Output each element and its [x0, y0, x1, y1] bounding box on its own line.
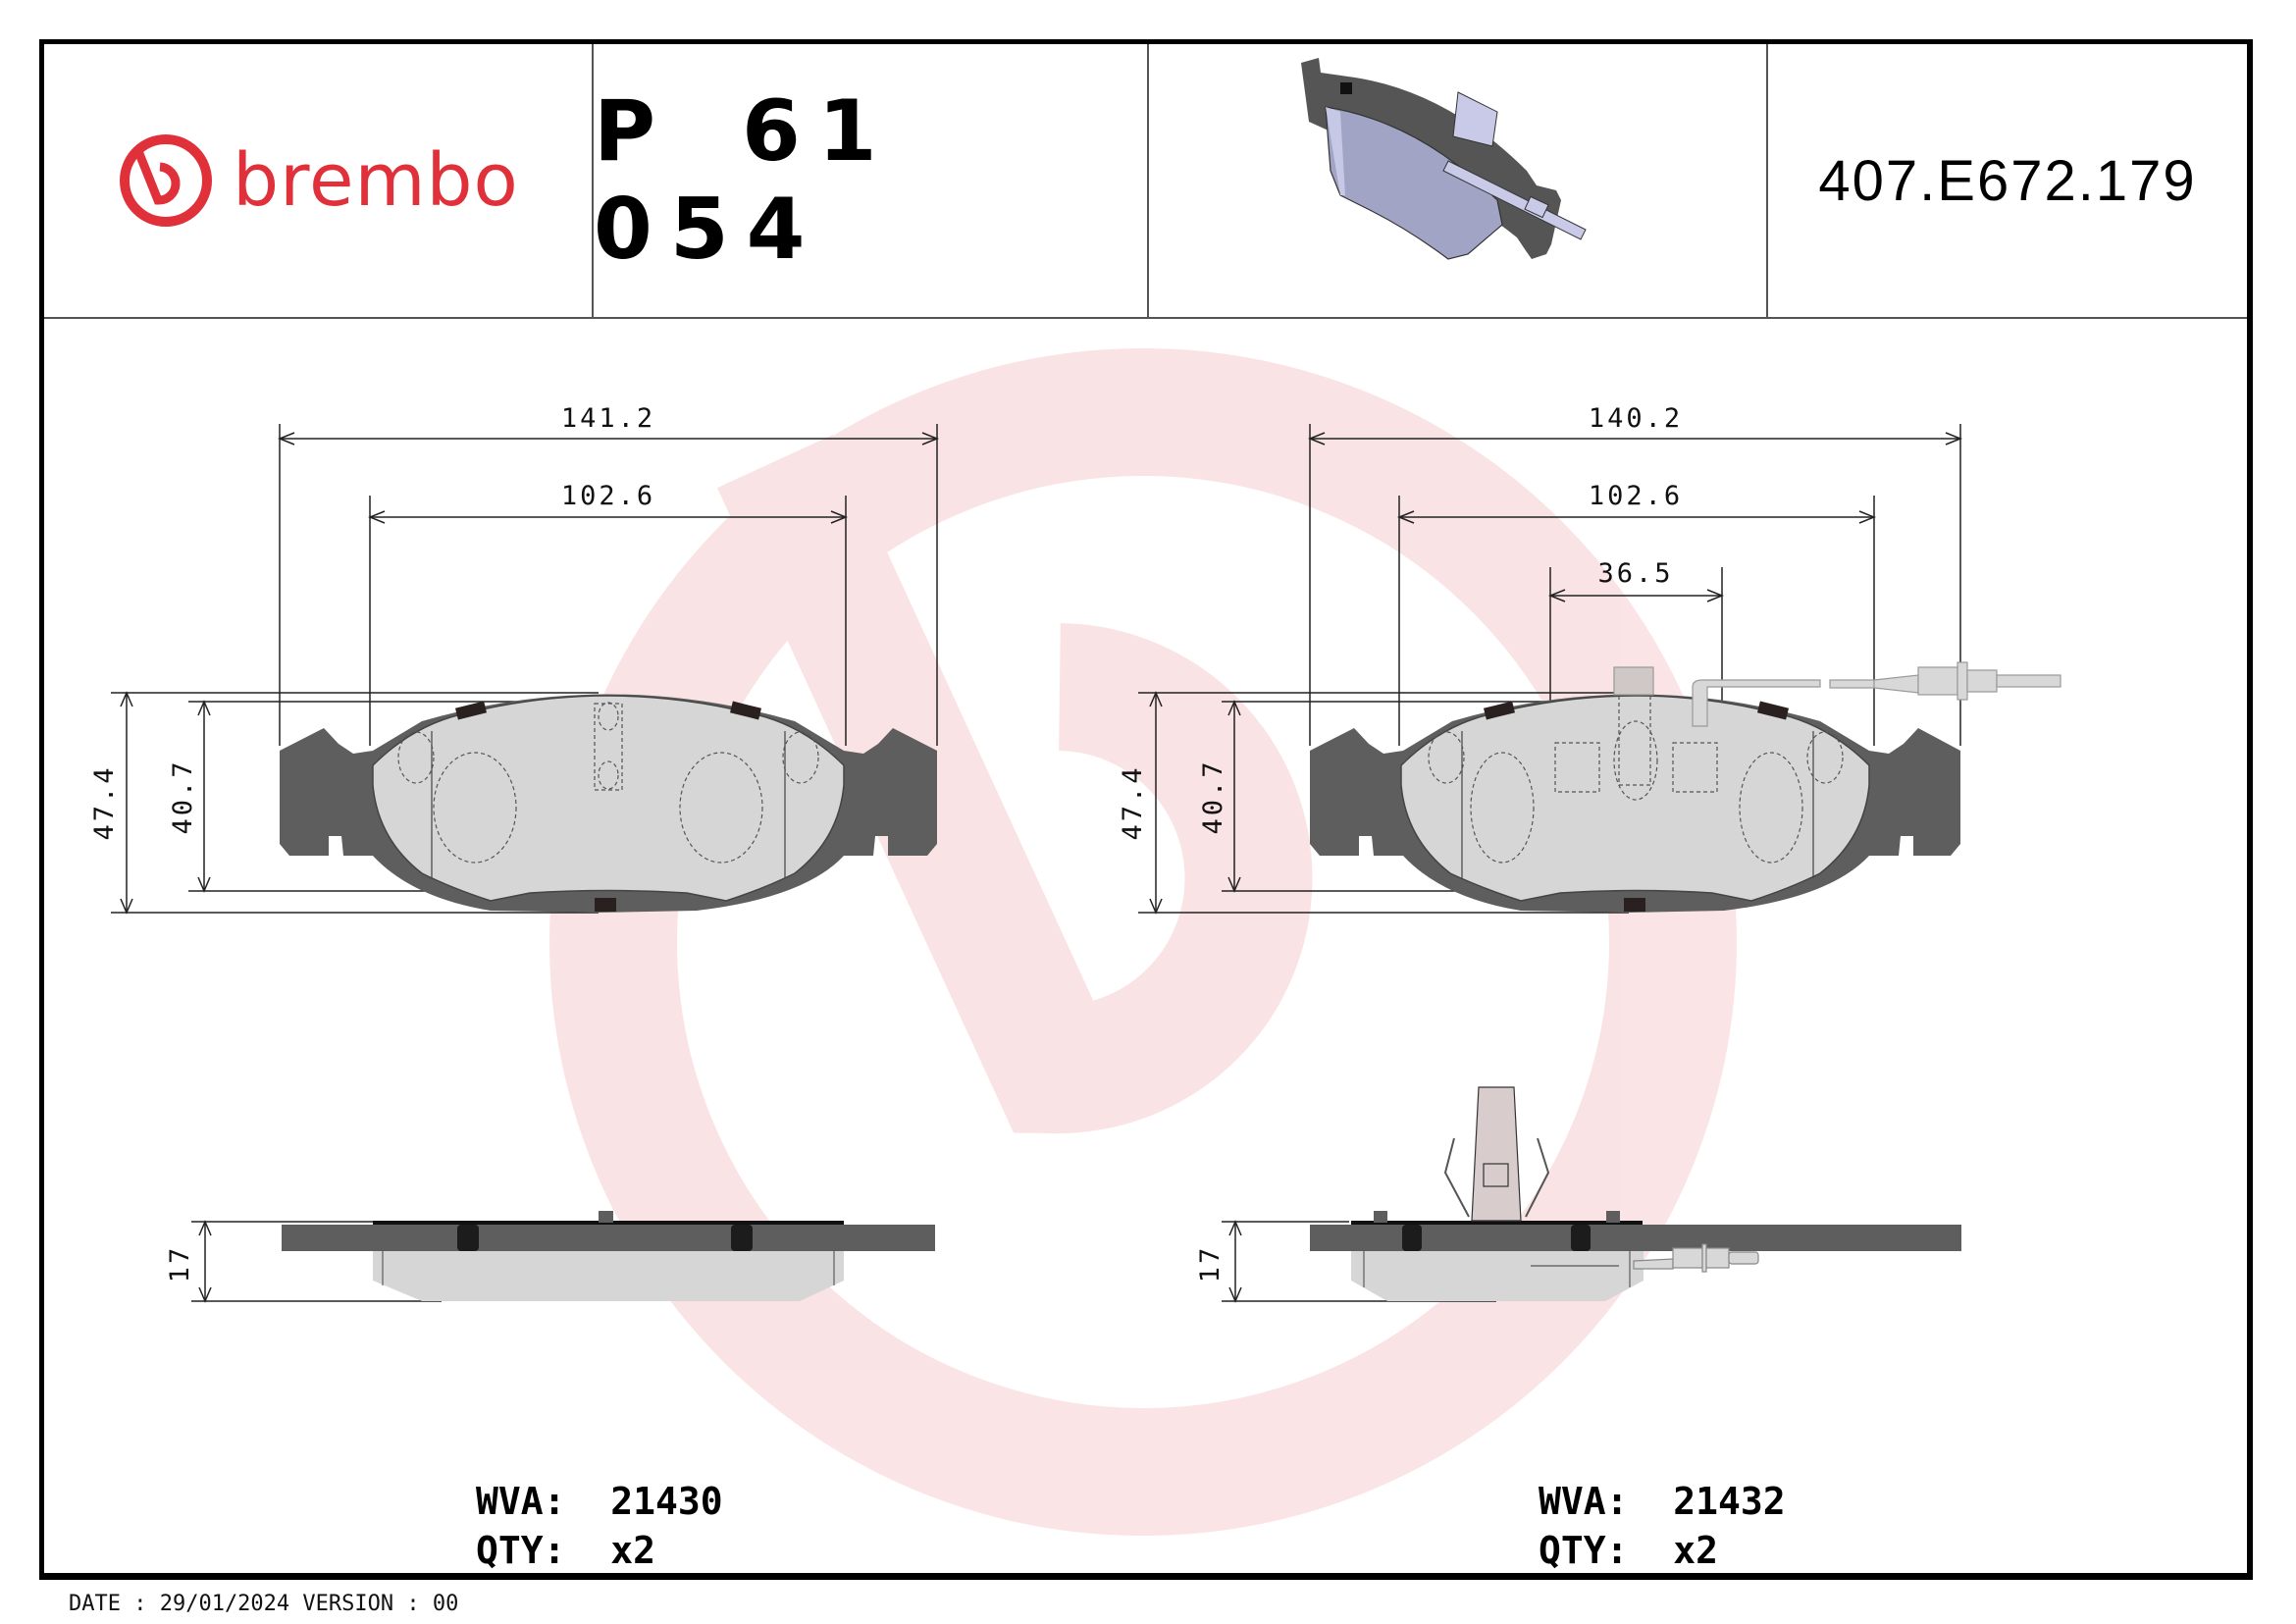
- dim-inner-width: 102.6: [561, 481, 655, 511]
- left-pad-side-view: 17: [165, 1211, 935, 1303]
- part-number-cell: P 61 054: [594, 44, 1149, 317]
- dim-overall-height: 47.4: [89, 764, 120, 840]
- qty-value: x2: [1673, 1529, 1719, 1572]
- brembo-logo-icon: [120, 134, 213, 227]
- right-pad-side-view: 17: [1195, 1086, 1961, 1303]
- left-pad-front-view: 141.2 102.6 47.4 40.7: [89, 403, 940, 915]
- dim-inner-width: 102.6: [1589, 481, 1683, 511]
- dim-sensor-width: 36.5: [1597, 558, 1673, 589]
- brand-cell: brembo: [44, 44, 594, 317]
- brembo-watermark-icon: [549, 348, 1737, 1536]
- date-version-footer: DATE : 29/01/2024 VERSION : 00: [69, 1592, 459, 1616]
- dim-overall-height: 47.4: [1118, 764, 1148, 840]
- dim-friction-height: 40.7: [168, 759, 198, 834]
- right-spec-block: WVA: 21432 QTY: x2: [1539, 1477, 1786, 1575]
- qty-label: QTY:: [476, 1529, 566, 1572]
- reference-number: 407.E672.179: [1818, 148, 2197, 213]
- qty-value: x2: [610, 1529, 656, 1572]
- qty-label: QTY:: [1539, 1529, 1629, 1572]
- wva-value: 21432: [1673, 1480, 1786, 1523]
- wva-label: WVA:: [476, 1480, 566, 1523]
- reference-cell: 407.E672.179: [1768, 44, 2247, 317]
- dim-thickness: 17: [165, 1245, 195, 1283]
- dim-overall-width: 141.2: [561, 403, 655, 434]
- dim-overall-width: 140.2: [1589, 403, 1683, 434]
- right-pad-front-view: 140.2 102.6 36.5 47.4 40.7: [1118, 403, 2061, 915]
- brand-name: brembo: [233, 138, 519, 223]
- drawing-frame: [39, 39, 2253, 1580]
- left-spec-block: WVA: 21430 QTY: x2: [476, 1477, 723, 1575]
- brake-pad-render-icon: [1300, 58, 1587, 260]
- preview-cell: [1149, 44, 1768, 317]
- dim-friction-height: 40.7: [1198, 759, 1228, 834]
- title-block: brembo P 61 054 407.E672.179: [44, 44, 2247, 319]
- wva-value: 21430: [610, 1480, 723, 1523]
- dim-thickness: 17: [1195, 1245, 1226, 1283]
- wva-label: WVA:: [1539, 1480, 1629, 1523]
- part-number: P 61 054: [594, 82, 895, 279]
